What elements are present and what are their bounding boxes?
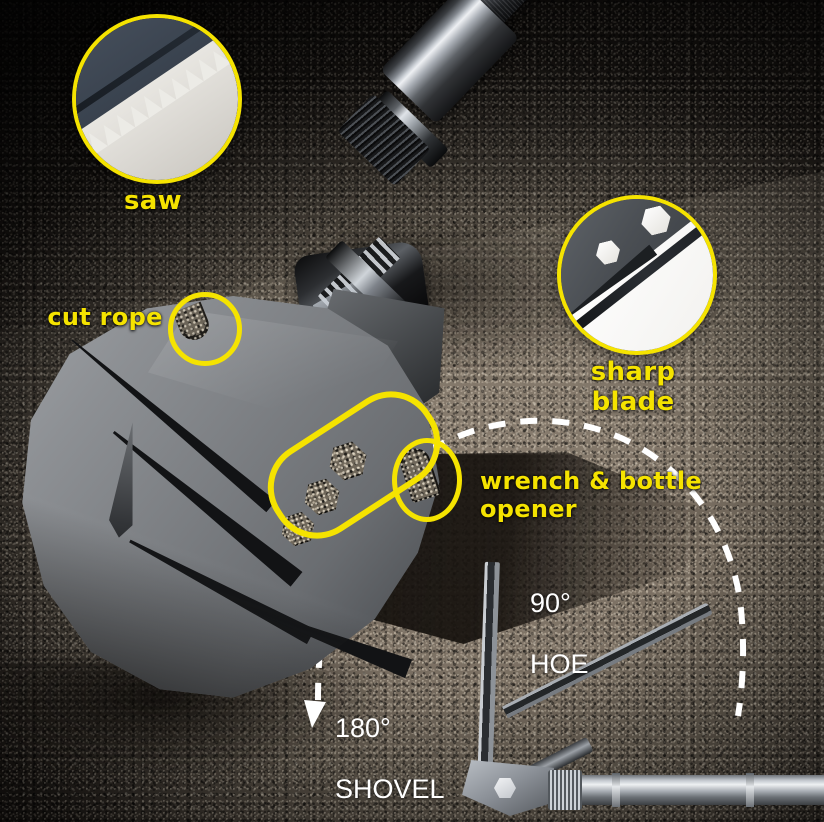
- callout-sharp-blade: sharp blade: [557, 195, 717, 417]
- mini-shaft-joint-1: [612, 773, 620, 807]
- angle-label-shovel: 180° SHOVEL: [335, 683, 445, 822]
- callout-label-sharp-blade: sharp blade: [590, 357, 676, 417]
- callout-bubble-sharp-blade: [557, 195, 717, 355]
- angle-mode-shovel: SHOVEL: [335, 773, 445, 804]
- highlight-ring-bottle-opener: [392, 438, 462, 522]
- shovel-blade-head: [18, 296, 448, 710]
- mini-shovel-ferrule: [548, 770, 582, 810]
- annotation-label-cut-rope: cut rope: [47, 303, 163, 331]
- highlight-ring-cut-rope: [168, 292, 242, 366]
- annotation-label-wrench-bottle-opener: wrench & bottle opener: [480, 467, 702, 523]
- angle-label-hoe: 90° HOE: [530, 558, 589, 709]
- mini-shovel-telescopic-shaft: [548, 775, 824, 805]
- callout-bubble-saw: [72, 14, 242, 184]
- callout-label-saw: saw: [124, 186, 182, 216]
- angle-value-shovel: 180°: [335, 713, 391, 744]
- callout-saw: saw: [72, 14, 242, 216]
- handle-knurled-grip: [337, 93, 431, 187]
- mini-shaft-joint-2: [746, 773, 754, 807]
- angle-mode-hoe: HOE: [530, 648, 589, 679]
- angle-value-hoe: 90°: [530, 588, 571, 619]
- mini-shovel-hex-hole: [494, 778, 516, 798]
